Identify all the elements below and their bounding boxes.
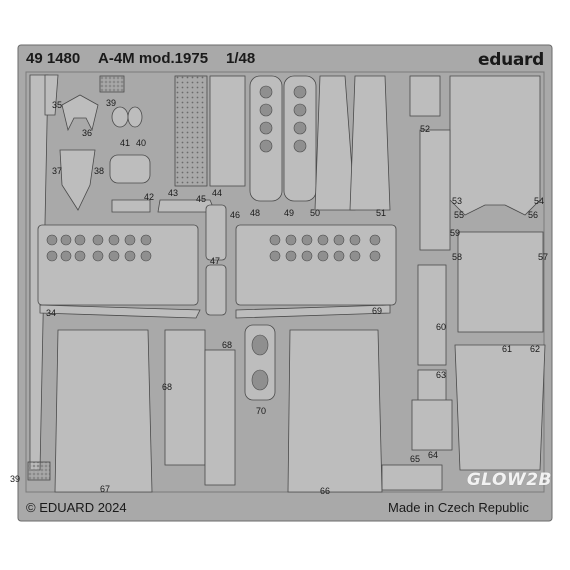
part-34 — [39, 304, 201, 319]
part-49 — [283, 75, 317, 202]
part-number: 39 — [10, 474, 21, 484]
part-57-58 — [457, 231, 544, 333]
part-number: 61 — [502, 344, 513, 354]
part-number: 45 — [196, 194, 207, 204]
part-number: 51 — [376, 208, 387, 218]
part-number: 57 — [538, 252, 549, 262]
part-61-62 — [454, 344, 546, 471]
part-number: 56 — [528, 210, 539, 220]
part-number: 52 — [420, 124, 431, 134]
part-48 — [249, 75, 283, 202]
part-35 — [44, 74, 59, 116]
part-number: 47 — [210, 256, 221, 266]
part-39-top — [99, 75, 125, 93]
part-number: 48 — [250, 208, 261, 218]
part-number: 58 — [452, 252, 463, 262]
part-69 — [235, 304, 391, 319]
part-number: 49 — [284, 208, 295, 218]
part-41 — [111, 106, 129, 128]
copyright: © EDUARD 2024 — [26, 500, 127, 515]
part-number: 46 — [230, 210, 241, 220]
part-number: 53 — [452, 196, 463, 206]
part-59 — [419, 129, 451, 251]
part-60 — [417, 264, 447, 366]
part-38 — [109, 154, 151, 184]
part-number: 68 — [162, 382, 173, 392]
part-number: 68 — [222, 340, 233, 350]
part-number: 35 — [52, 100, 63, 110]
part-number: 50 — [310, 208, 321, 218]
part-66 — [287, 329, 383, 493]
part-number: 54 — [534, 196, 545, 206]
kit-scale: 1/48 — [226, 50, 256, 67]
brand-logo: eduard — [477, 50, 544, 70]
part-number: 62 — [530, 344, 541, 354]
part-number: 55 — [454, 210, 465, 220]
part-number: 34 — [46, 308, 57, 318]
part-number: 43 — [168, 188, 179, 198]
part-40 — [127, 106, 143, 128]
left-panel — [37, 224, 199, 306]
origin-text: Made in Czech Republic — [388, 500, 529, 515]
part-number: 41 — [120, 138, 131, 148]
kit-title: A-4M mod.1975 — [98, 50, 209, 67]
part-number: 69 — [372, 306, 383, 316]
fret-frame — [25, 71, 545, 493]
part-37 — [59, 149, 96, 211]
watermark: GLOW2B — [466, 470, 552, 490]
part-number: 37 — [52, 166, 63, 176]
part-47 — [205, 264, 227, 316]
part-64 — [411, 399, 453, 451]
part-39-bottom — [27, 461, 51, 481]
part-number: 42 — [144, 192, 155, 202]
part-53-54 — [449, 75, 541, 216]
part-number: 36 — [82, 128, 93, 138]
kit-code: 49 1480 — [26, 50, 81, 67]
part-number: 65 — [410, 454, 421, 464]
part-68-right — [204, 349, 236, 486]
part-number: 66 — [320, 486, 331, 496]
part-52 — [409, 75, 441, 117]
part-number: 39 — [106, 98, 117, 108]
part-number: 67 — [100, 484, 111, 494]
part-number: 59 — [450, 228, 461, 238]
part-42 — [111, 199, 151, 213]
part-number: 64 — [428, 450, 439, 460]
part-36 — [61, 94, 99, 132]
part-43 — [174, 75, 208, 187]
part-number: 44 — [212, 188, 223, 198]
part-number: 70 — [256, 406, 267, 416]
part-number: 60 — [436, 322, 447, 332]
part-68-left — [164, 329, 206, 466]
part-number: 63 — [436, 370, 447, 380]
part-51 — [349, 75, 391, 211]
part-number: 38 — [94, 166, 105, 176]
part-67 — [54, 329, 153, 493]
part-number: 40 — [136, 138, 147, 148]
part-44 — [209, 75, 246, 187]
part-46 — [205, 204, 227, 261]
part-65 — [381, 464, 443, 491]
